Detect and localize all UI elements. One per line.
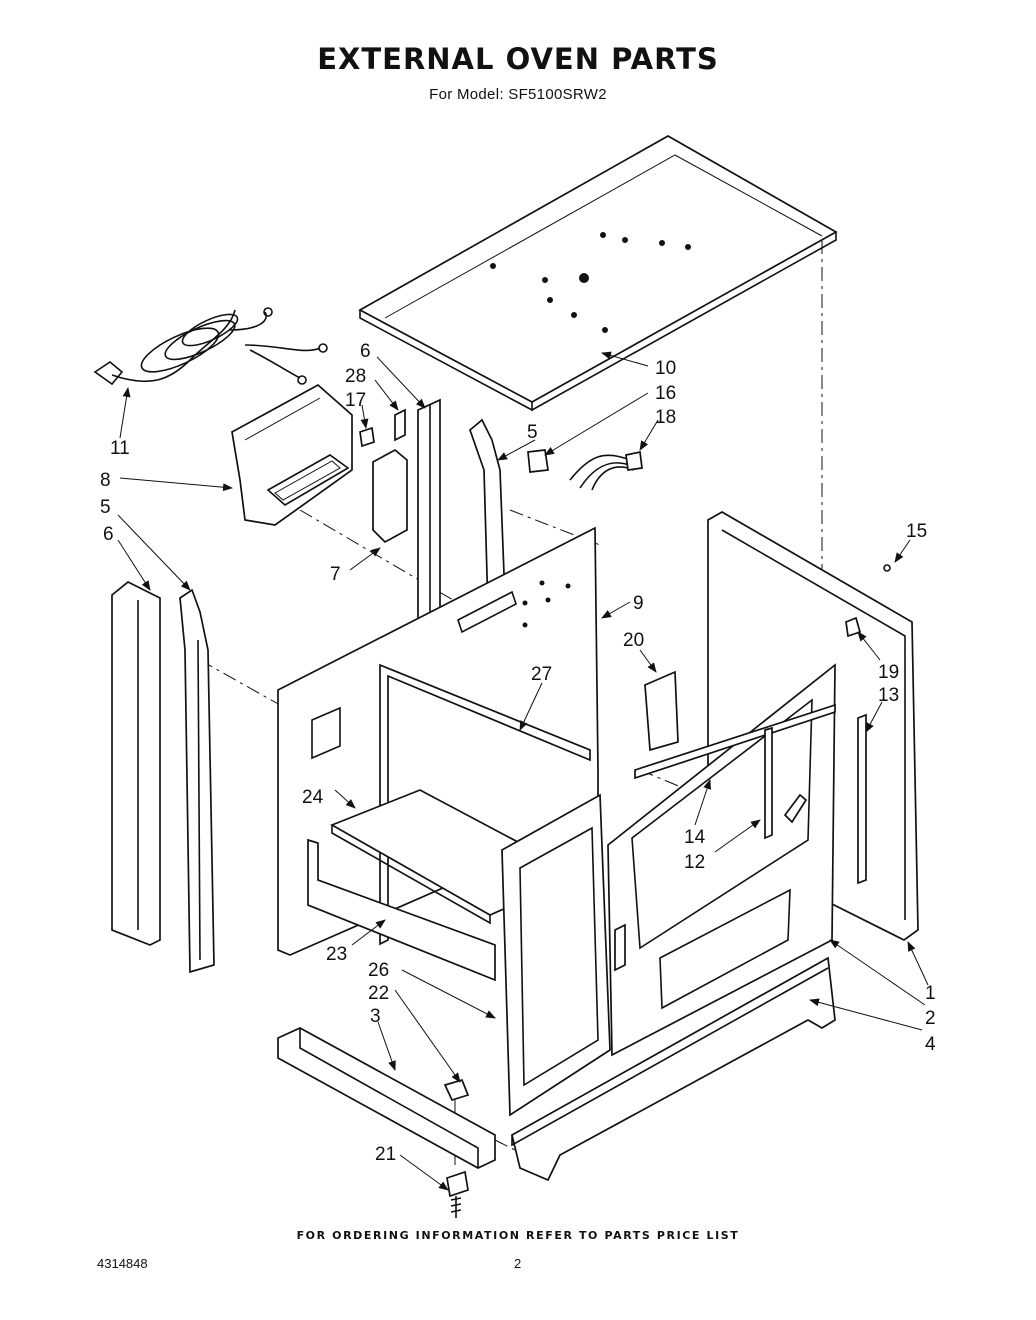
callout-11: 11 [110,438,130,459]
callout-10: 10 [655,358,676,379]
callout-13: 13 [878,685,899,706]
callout-9: 9 [633,593,644,614]
part-power-cord [93,307,328,386]
callout-1: 1 [925,983,936,1004]
callout-20: 20 [623,630,644,651]
callout-6-upper: 6 [360,341,371,362]
leader-arrows [117,351,929,1191]
callout-18: 18 [655,407,676,428]
part-top-panel [358,135,838,412]
burner-holes [490,232,691,333]
callout-17: 17 [345,390,366,411]
part-front-panel [607,663,836,1057]
ordering-note: FOR ORDERING INFORMATION REFER TO PARTS … [296,1229,740,1242]
callout-3: 3 [370,1006,381,1027]
callout-23: 23 [326,944,347,965]
callout-2: 2 [925,1008,936,1029]
callout-28: 28 [345,366,366,387]
callout-12: 12 [684,852,705,873]
callout-21: 21 [375,1144,396,1165]
callout-22: 22 [368,983,389,1004]
callout-24: 24 [302,787,324,808]
page-title: EXTERNAL OVEN PARTS [317,42,719,76]
page-number: 2 [514,1256,522,1271]
callout-labels: 11 8 5 6 7 6 28 17 5 10 16 18 9 20 27 15… [100,341,936,1165]
callout-27: 27 [531,664,552,685]
part-kick-plate [511,956,836,1182]
callout-8: 8 [100,470,111,491]
part-leveling [443,1078,470,1218]
document-number: 4314848 [97,1256,148,1271]
callout-19: 19 [878,662,899,683]
part-bottom-rail [277,1027,496,1169]
callout-5-upper: 5 [527,422,538,443]
callout-16: 16 [655,383,676,404]
part-small-brackets [359,408,408,544]
part-wire-harness [569,450,643,491]
model-line: For Model: SF5100SRW2 [429,86,607,103]
callout-5-left: 5 [100,497,111,518]
callout-4: 4 [925,1034,936,1055]
callout-26: 26 [368,960,389,981]
part-front-frame [501,793,611,1117]
part-cover [231,383,353,526]
callout-15: 15 [906,521,927,542]
callout-6-left: 6 [103,524,114,545]
callout-7: 7 [330,564,341,585]
part-left-braces [111,580,215,974]
callout-14: 14 [684,827,706,848]
